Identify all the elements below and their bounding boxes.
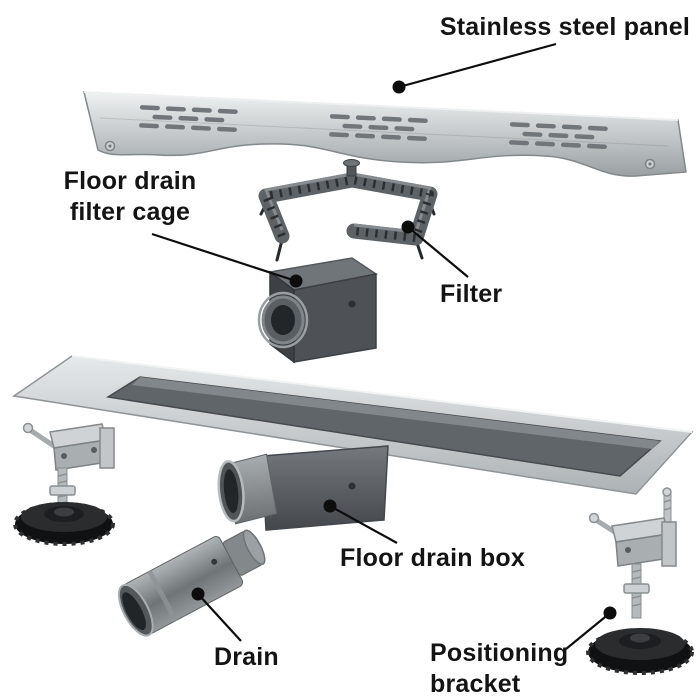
threaded-rod — [623, 563, 650, 619]
floor-drain-filter-cage-graphic — [257, 257, 378, 364]
label-floor-drain-filter-cage: Floor drain filter cage — [38, 166, 222, 227]
leader-positioning-bracket — [565, 606, 617, 650]
threaded-rod — [49, 467, 76, 515]
leader-floor-drain-filter-cage — [151, 232, 303, 288]
label-floor-drain-filter-cage-line2: filter cage — [69, 197, 191, 226]
leader-drain — [191, 587, 242, 642]
label-filter: Filter — [440, 280, 503, 308]
leader-filter — [401, 220, 469, 278]
filter-graphic — [258, 159, 438, 262]
rubber-foot — [13, 502, 115, 546]
leader-stainless-steel-panel — [392, 42, 557, 94]
label-positioning-bracket-line1: Positioning — [430, 639, 569, 667]
label-stainless-steel-panel: Stainless steel panel — [439, 13, 690, 41]
outlet-pipe — [217, 453, 278, 525]
panel-slots — [139, 105, 608, 149]
filter-cage-port — [257, 291, 309, 349]
label-positioning-bracket: Positioning bracket — [430, 638, 568, 699]
label-positioning-bracket-line2: bracket — [430, 669, 521, 698]
panel-screw-icon — [104, 140, 656, 170]
positioning-bracket-right-graphic — [586, 487, 694, 675]
floor-drain-box-graphic — [12, 355, 694, 531]
drain-outlet-box — [261, 445, 389, 531]
drain-graphic — [117, 529, 266, 637]
filter-knob — [343, 159, 360, 177]
stainless-steel-panel-graphic — [83, 91, 687, 177]
label-floor-drain-box: Floor drain box — [340, 544, 525, 572]
positioning-bracket-left-graphic — [13, 422, 115, 546]
rubber-foot — [586, 628, 694, 675]
leader-floor-drain-box — [323, 499, 398, 544]
label-floor-drain-filter-cage-line1: Floor drain — [63, 167, 197, 195]
label-drain: Drain — [214, 643, 279, 671]
